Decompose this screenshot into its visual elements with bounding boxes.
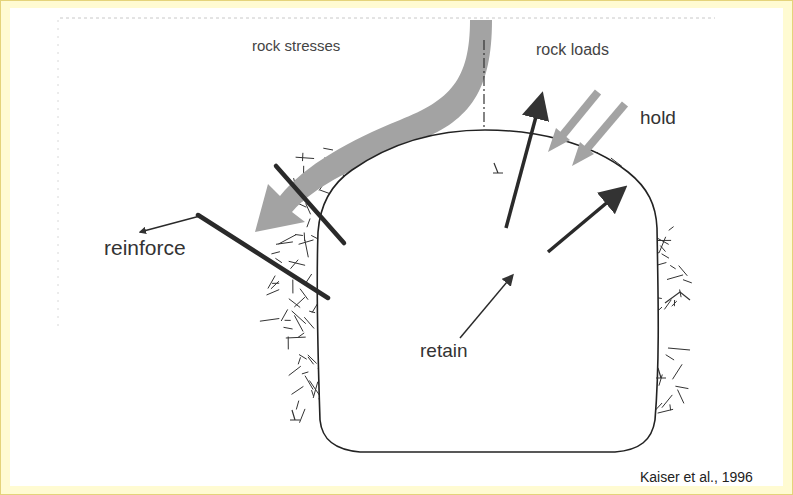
rock-crack [292,280,293,294]
rock-crack [674,300,675,306]
support-label: hold [640,108,676,129]
rock-crack [296,401,299,410]
rock-crack [302,372,309,374]
rock-crack [292,386,304,394]
rock-crack [298,357,300,364]
rock-crack [313,382,318,398]
rock-crack [272,283,279,284]
rock-crack [679,266,688,276]
rock-crack [281,309,288,321]
rock-crack [662,254,669,258]
support-label: retain [420,341,468,362]
rock-crack [292,311,306,324]
rock-crack [288,337,289,350]
rock-crack [305,376,313,390]
rock-crack [666,355,674,360]
rock-crack [276,242,293,244]
rock-crack [673,364,683,379]
rock-crack [662,395,672,408]
rock-crack [298,333,304,337]
rock-crack [658,240,672,241]
rock-crack [284,327,293,329]
rock-crack [267,290,280,295]
rock-crack [300,409,306,423]
rock-crack [285,320,291,321]
rock-crack [268,276,275,289]
rock-crack [307,219,310,228]
support-label: reinforce [104,236,186,259]
rock-crack [275,258,282,262]
rock-crack [658,409,674,413]
rock-crack [659,237,665,252]
rock-crack [289,261,305,265]
rock-crack [670,265,676,269]
rock-crack [302,153,303,161]
rock-crack [678,390,684,404]
arrow-label: rock loads [536,41,609,59]
rock-crack [294,315,303,331]
source-credit: Kaiser et al., 1996 [640,470,753,485]
rock-crack [286,337,306,339]
rock-crack [312,390,314,396]
rock-crack [304,317,314,328]
rock-crack [667,275,683,280]
arrow-label: rock stresses [252,38,340,55]
rock-crack [308,355,317,364]
rock-crack [289,299,300,308]
rock-crack [271,281,279,289]
rock-crack [675,386,688,388]
rock-crack [289,366,301,375]
rock-crack [260,319,279,322]
rock-crack [295,235,303,236]
rock-crack [291,260,299,269]
rock-crack [683,280,692,283]
rock-crack [294,297,305,307]
rock-crack [669,227,674,231]
rock-crack [271,252,280,254]
rock-crack [323,148,333,150]
rock-crack [296,157,315,158]
rock-crack [305,240,309,258]
